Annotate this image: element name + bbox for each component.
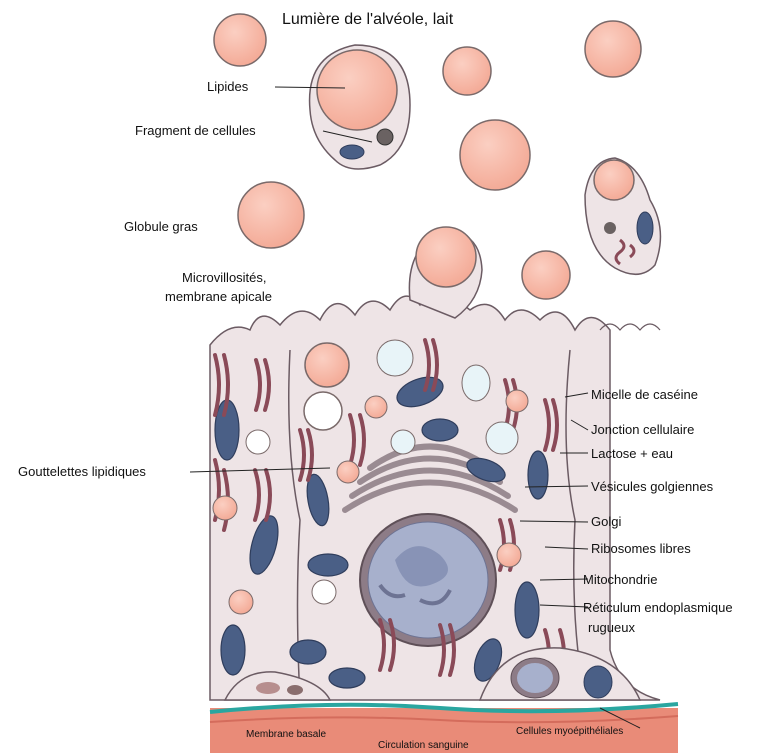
- label-gouttelettes-lipidiques: Gouttelettes lipidiques: [18, 464, 146, 480]
- label-membrane-apicale: membrane apicale: [165, 289, 272, 305]
- lipid-with-cell-fragment: [310, 45, 410, 169]
- label-rugueux: rugueux: [588, 620, 635, 636]
- label-mitochondrie: Mitochondrie: [583, 572, 657, 588]
- label-golgi: Golgi: [591, 514, 621, 530]
- globule-top-left: [214, 14, 266, 66]
- globule-middle: [460, 120, 530, 190]
- label-micelle-de-caseine: Micelle de caséine: [591, 387, 698, 403]
- title-lumen: Lumière de l'alvéole, lait: [282, 12, 453, 28]
- label-lactose-eau: Lactose + eau: [591, 446, 673, 462]
- label-globule-gras: Globule gras: [124, 219, 198, 235]
- label-vesicules-golgiennes: Vésicules golgiennes: [591, 479, 713, 495]
- label-cellules-myoepitheliales: Cellules myoépithéliales: [516, 724, 623, 740]
- globule-top-right: [585, 21, 641, 77]
- label-microvillosites: Microvillosités,: [182, 270, 267, 286]
- label-fragment-de-cellules: Fragment de cellules: [135, 123, 256, 139]
- cell-fragment-right: [585, 158, 660, 274]
- globule-top-center: [443, 47, 491, 95]
- globule-gras: [238, 182, 304, 248]
- label-lipides: Lipides: [207, 79, 248, 95]
- label-jonction-cellulaire: Jonction cellulaire: [591, 422, 694, 438]
- label-ribosomes-libres: Ribosomes libres: [591, 541, 691, 557]
- label-circulation-sanguine: Circulation sanguine: [378, 738, 469, 754]
- label-membrane-basale: Membrane basale: [246, 727, 326, 743]
- label-reticulum-endoplasmique: Réticulum endoplasmique: [583, 600, 733, 616]
- globule-right-small: [522, 251, 570, 299]
